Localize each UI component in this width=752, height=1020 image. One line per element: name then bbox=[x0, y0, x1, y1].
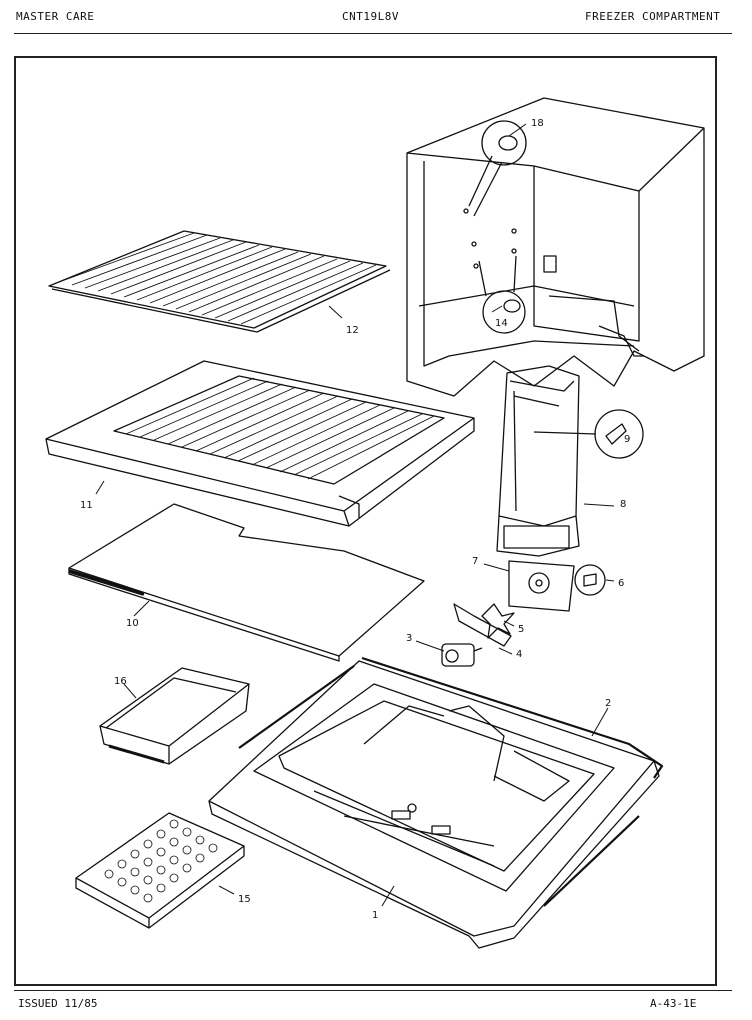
callout-10: 10 bbox=[126, 618, 139, 629]
header-brand: MASTER CARE bbox=[16, 10, 95, 23]
callout-12: 12 bbox=[346, 325, 359, 336]
fan-motor bbox=[441, 643, 483, 667]
shelf-glass-panel bbox=[68, 503, 425, 662]
part-9-clip bbox=[533, 409, 644, 459]
footer-rule bbox=[14, 990, 732, 991]
callout-2: 2 bbox=[605, 698, 611, 709]
footer-page-code: A-43-1E bbox=[650, 997, 697, 1010]
footer-issued: ISSUED 11/85 bbox=[18, 997, 98, 1010]
callout-9: 9 bbox=[624, 434, 630, 445]
fan-blade bbox=[481, 603, 515, 639]
callout-5: 5 bbox=[518, 624, 524, 635]
callout-7: 7 bbox=[472, 556, 478, 567]
callout-11: 11 bbox=[80, 500, 93, 511]
freezer-floor bbox=[208, 660, 660, 949]
motor-bracket bbox=[453, 603, 512, 647]
header-model: CNT19L8V bbox=[342, 10, 399, 23]
callout-3: 3 bbox=[406, 633, 412, 644]
part-6-grommet bbox=[574, 564, 606, 596]
diagram-frame bbox=[14, 56, 717, 986]
wire-shelf bbox=[48, 230, 391, 333]
header-section: FREEZER COMPARTMENT bbox=[585, 10, 721, 23]
part-18-plug bbox=[468, 120, 527, 217]
callout-6: 6 bbox=[618, 578, 624, 589]
callout-labels: 18 14 12 9 11 8 7 6 10 5 3 4 2 16 15 1 bbox=[80, 118, 630, 921]
callout-18: 18 bbox=[531, 118, 544, 129]
callout-1: 1 bbox=[372, 910, 378, 921]
callout-15: 15 bbox=[238, 894, 251, 905]
exploded-parts-diagram: 18 14 12 9 11 8 7 6 10 5 3 4 2 16 15 1 bbox=[45, 97, 705, 949]
freezer-shelf bbox=[45, 360, 475, 527]
ice-tray bbox=[75, 812, 245, 929]
callout-4: 4 bbox=[516, 649, 522, 660]
header-rule bbox=[14, 33, 732, 34]
fan-shroud bbox=[508, 560, 575, 612]
ice-bucket bbox=[99, 667, 250, 765]
callout-16: 16 bbox=[114, 676, 127, 687]
trim-gasket bbox=[238, 656, 664, 907]
callout-8: 8 bbox=[620, 499, 626, 510]
freezer-liner bbox=[406, 97, 705, 397]
evaporator-cover bbox=[496, 365, 580, 557]
part-14-plug bbox=[478, 255, 526, 334]
callout-14: 14 bbox=[495, 318, 508, 329]
callout-leaders bbox=[95, 123, 615, 907]
